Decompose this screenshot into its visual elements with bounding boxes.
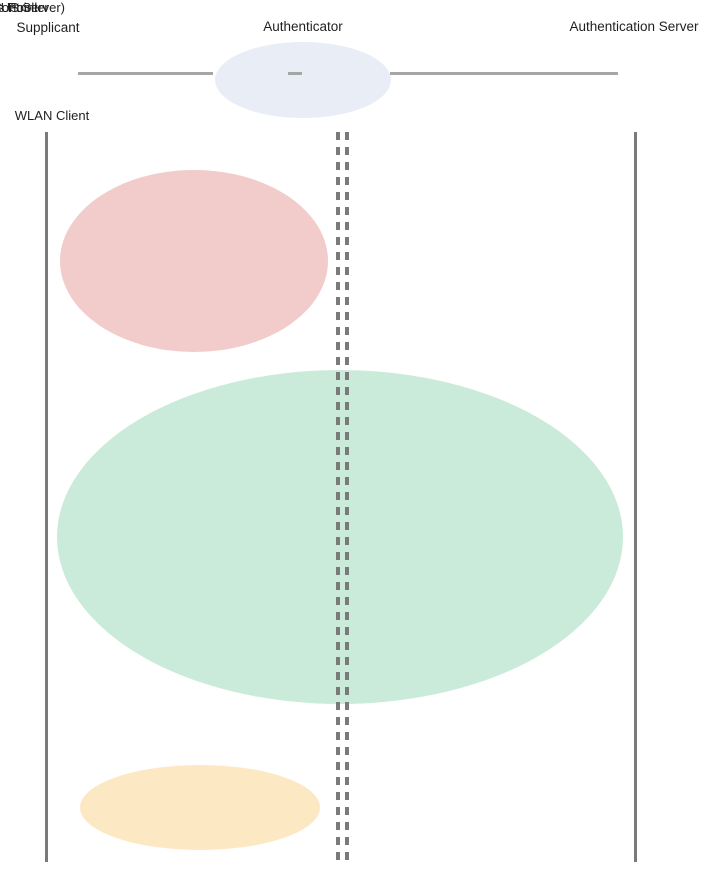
node-label-wlan-controller: WLAN Controller: [0, 0, 49, 15]
phase-ellipse-1: [60, 170, 328, 352]
node-label-wlan-client: WLAN Client: [14, 108, 90, 123]
phase-ellipse-3: [80, 765, 320, 850]
capwap-tunnel-lifeline-dash-1: [336, 132, 340, 862]
node-connector-1: [78, 72, 213, 75]
node-connector-3: [390, 72, 618, 75]
node-label-nps-server: NPS (RADIUS Server): [0, 0, 66, 15]
wlan-client-lifeline: [45, 132, 48, 862]
radius-server-lifeline: [634, 132, 637, 862]
role-label-authentication-server: Authentication Server: [569, 19, 699, 34]
role-label-supplicant: Supplicant: [16, 20, 80, 35]
node-connector-2: [288, 72, 302, 75]
role-label-authenticator: Authenticator: [263, 19, 343, 34]
phase-ellipse-2: [57, 370, 623, 704]
node-label-access-point: Access Point: [0, 0, 38, 15]
authenticator-group-ellipse: [215, 42, 391, 118]
capwap-tunnel-lifeline-dash-2: [345, 132, 349, 862]
